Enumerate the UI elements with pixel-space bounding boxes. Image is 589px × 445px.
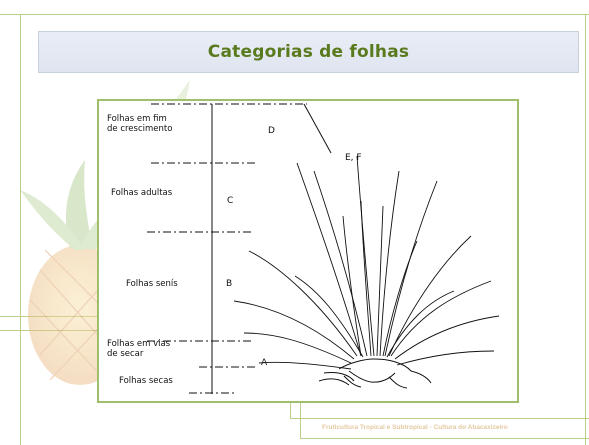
label-vias-secar: Folhas em vias de secar [107, 339, 171, 359]
label-adultas: Folhas adultas [111, 188, 173, 198]
letter-d: D [268, 126, 275, 136]
pineapple-plant-drawing-icon [147, 103, 500, 394]
letter-ef: E, F [345, 153, 362, 163]
plant-base [318, 358, 432, 389]
frame-line-vert-a [290, 402, 291, 418]
frame-line-bottom-inner [290, 418, 589, 419]
slide-footer: Fruticultura Tropical e Subtropical - Cu… [322, 424, 508, 431]
title-bar: Categorias de folhas [38, 31, 579, 73]
slide-title: Categorias de folhas [207, 42, 410, 62]
leaf-categories-figure: Folhas em fim de crescimento Folhas adul… [97, 99, 519, 403]
letter-b: B [226, 279, 233, 289]
frame-line-bottom-outer [300, 438, 589, 439]
category-dividers [147, 103, 307, 394]
frame-line-right [585, 14, 586, 445]
frame-line-top [0, 14, 589, 15]
label-fim-crescimento: Folhas em fim de crescimento [107, 114, 173, 134]
label-secas: Folhas secas [119, 376, 173, 386]
frame-line-left [20, 14, 21, 445]
letter-c: C [227, 196, 234, 206]
frame-line-vert-b [300, 402, 301, 438]
label-senis: Folhas senís [126, 279, 178, 289]
plant-leaves [233, 155, 500, 370]
letter-a: A [261, 358, 268, 368]
